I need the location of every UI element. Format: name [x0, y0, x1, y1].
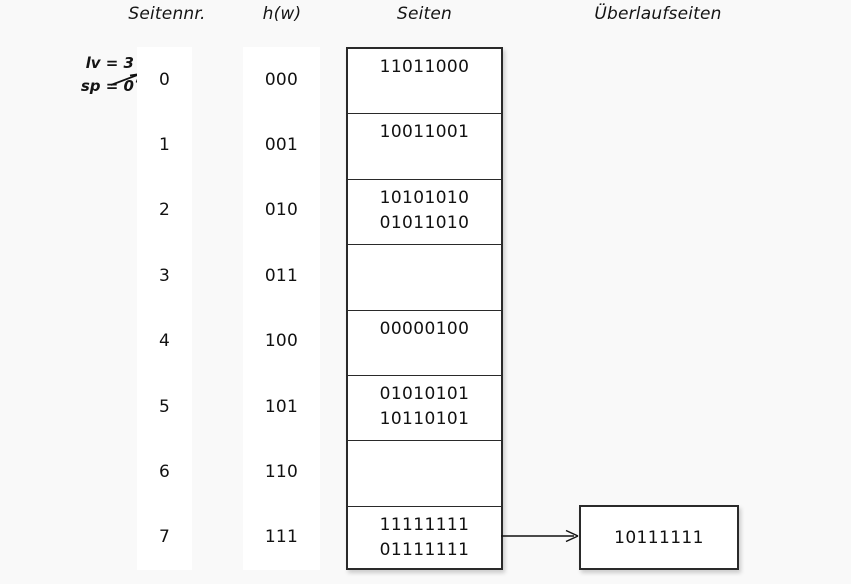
seiten-row: 10011001	[348, 114, 501, 180]
seitennr-cell: 5	[158, 396, 171, 417]
seiten-row: 00000100	[348, 311, 501, 376]
hw-cell: 011	[264, 265, 299, 286]
seitennr-cell: 0	[158, 69, 171, 90]
seitennr-column: 0 1 2 3 4 5 6 7	[137, 47, 192, 570]
column-header-ueberlaufseiten: Überlaufseiten	[594, 4, 722, 24]
seiten-row: 11111111 01111111	[348, 507, 501, 572]
column-header-seitennr: Seitennr.	[128, 4, 206, 24]
seiten-entry: 11111111	[379, 514, 470, 535]
seitennr-cell: 4	[158, 331, 171, 352]
seitennr-cell: 7	[158, 527, 171, 548]
hw-cell: 101	[264, 396, 299, 417]
seiten-table: 11011000 10011001 10101010 01011010 00000100…	[346, 47, 503, 570]
overflow-page-box: 10111111	[579, 505, 739, 570]
seiten-row: 10101010 01011010	[348, 180, 501, 246]
annotation-lv: lv = 3	[85, 54, 134, 72]
seiten-entry: 10110101	[379, 409, 470, 429]
seiten-entry: 10101010	[379, 187, 470, 208]
seiten-row	[348, 245, 501, 311]
seitennr-cell: 3	[158, 265, 171, 286]
hw-column: 000 001 010 011 100 101 110 111	[243, 47, 320, 570]
seitennr-cell: 6	[158, 462, 171, 483]
seitennr-cell: 2	[158, 200, 171, 221]
seiten-row: 01010101 10110101	[348, 376, 501, 442]
seiten-entry: 01111111	[379, 539, 470, 560]
hw-cell: 000	[264, 69, 299, 90]
seiten-entry: 01011010	[379, 212, 470, 233]
seitennr-cell: 1	[158, 135, 171, 156]
hw-cell: 100	[264, 331, 299, 352]
seiten-entry: 00000100	[379, 318, 470, 339]
column-header-hw: h(w)	[262, 4, 302, 24]
hw-cell: 111	[264, 527, 299, 548]
hw-cell: 001	[264, 135, 299, 156]
column-header-seiten: Seiten	[396, 4, 453, 24]
seiten-entry: 10011001	[379, 122, 470, 143]
overflow-entry: 10111111	[614, 527, 704, 548]
seiten-entry: 01010101	[379, 384, 470, 404]
hw-cell: 010	[264, 200, 299, 221]
seiten-entry: 11011000	[379, 57, 470, 77]
seiten-row: 11011000	[348, 49, 501, 115]
overflow-link-arrow-icon	[501, 529, 579, 543]
seiten-row	[348, 441, 501, 507]
hw-cell: 110	[264, 462, 299, 483]
